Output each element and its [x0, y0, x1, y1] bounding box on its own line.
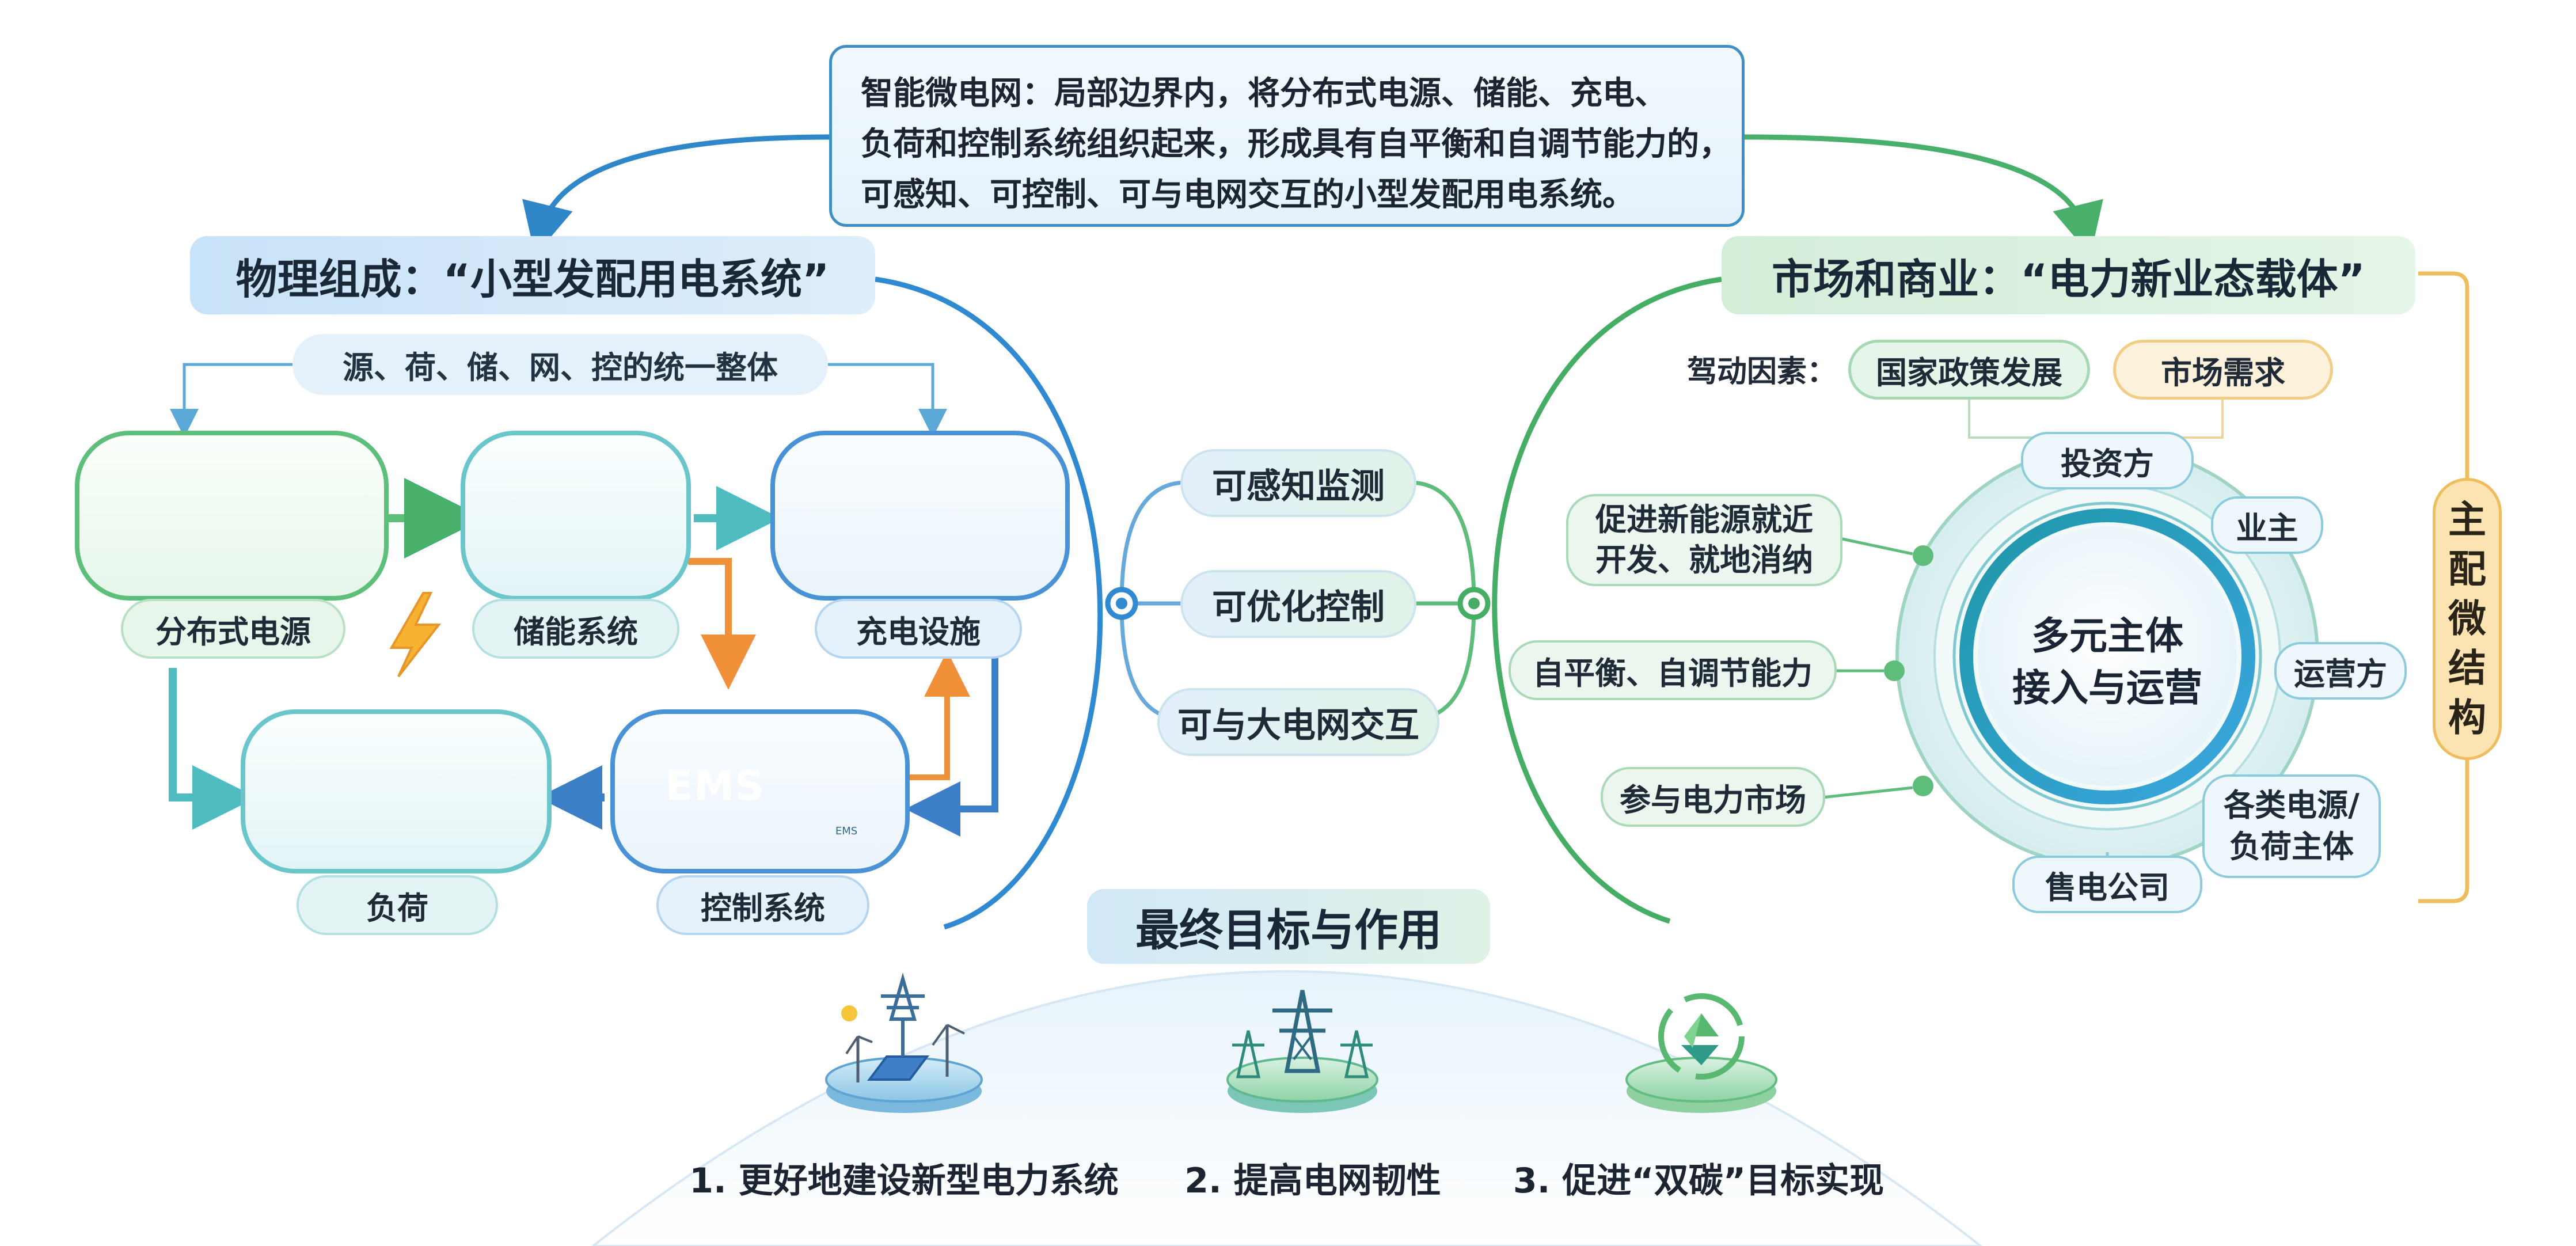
center-label-line-2: 接入与运营 [2012, 666, 2202, 710]
storage-card [461, 431, 691, 601]
distributed-source-card [75, 431, 389, 601]
charging-card [770, 431, 1070, 601]
center-label: 多元主体 接入与运营 [1958, 599, 2257, 725]
driver-market-demand: 市场需求 [2113, 340, 2333, 400]
market-title: 市场和商业：“电力新业态载体” [1722, 236, 2415, 314]
capability-perception: 可感知监测 [1180, 449, 1416, 517]
benefit-renewable: 促进新能源就近 开发、就地消纳 [1566, 494, 1842, 586]
node-sources-line-1: 各类电源/ [2224, 787, 2360, 823]
arrow-to-physical [522, 134, 830, 256]
node-owner: 业主 [2211, 496, 2323, 554]
arrow-to-market [1744, 134, 2103, 256]
load-label: 负荷 [297, 875, 498, 935]
benefit-renewable-line-1: 促进新能源就近 [1595, 502, 1813, 538]
definition-line-1: 智能微电网：局部边界内，将分布式电源、储能、充电、 [861, 75, 1667, 112]
bracket-char-5: 构 [2448, 696, 2486, 740]
bracket-char-4: 结 [2448, 646, 2486, 690]
goal-item-1: 1. 更好地建设新型电力系统 [689, 1160, 1119, 1201]
driver-label: 驾动因素： [1687, 354, 1837, 389]
bracket-char-2: 配 [2448, 547, 2486, 591]
charging-label: 充电设施 [815, 599, 1022, 659]
new-power-system-icon [825, 973, 983, 1113]
goal-title: 最终目标与作用 [1087, 889, 1490, 964]
driver-policy: 国家政策发展 [1848, 340, 2090, 400]
definition-line-3: 可感知、可控制、可与电网交互的小型发配用电系统。 [861, 176, 1635, 214]
node-operator: 运营方 [2274, 642, 2407, 700]
center-label-line-1: 多元主体 [2031, 614, 2183, 658]
right-arc [1492, 276, 1722, 924]
definition-box: 智能微电网：局部边界内，将分布式电源、储能、充电、 负荷和控制系统组织起来，形成… [829, 45, 1745, 227]
distributed-source-label: 分布式电源 [121, 599, 345, 659]
storage-label: 储能系统 [472, 599, 679, 659]
benefit-self-balance: 自平衡、自调节能力 [1509, 640, 1837, 700]
power-grid-tower-icon [1226, 990, 1378, 1113]
physical-title: 物理组成：“小型发配用电系统” [190, 236, 875, 314]
recycle-carbon-icon [1625, 993, 1777, 1113]
lightning-icon [389, 592, 442, 678]
left-arc [875, 276, 1103, 930]
arrow-storage-control [688, 558, 756, 690]
ems-screen-text: EMS [665, 762, 766, 810]
bracket-label: 主 配 微 结 构 [2433, 478, 2502, 760]
capability-grid-interaction: 可与大电网交互 [1157, 688, 1439, 756]
control-card [610, 709, 910, 873]
unify-label: 源、荷、储、网、控的统一整体 [292, 334, 828, 395]
bracket-char-3: 微 [2448, 597, 2486, 641]
unify-left-arrow [170, 363, 292, 438]
node-sources-line-2: 负荷主体 [2229, 829, 2354, 865]
definition-line-2: 负荷和控制系统组织起来，形成具有自平衡和自调节能力的， [861, 126, 1731, 163]
node-investor: 投资方 [2021, 432, 2194, 489]
arrow-control-charging [904, 651, 970, 780]
goal-item-2: 2. 提高电网韧性 [1184, 1160, 1441, 1201]
node-retailer: 售电公司 [2012, 856, 2202, 913]
bracket-char-1: 主 [2448, 497, 2486, 542]
inner-ring [1959, 508, 2255, 804]
benefit-power-market: 参与电力市场 [1601, 767, 1825, 827]
arrow-source-load [169, 668, 257, 830]
ems-device-text: EMS [835, 825, 858, 837]
unify-right-arrow [828, 363, 947, 438]
goal-item-3: 3. 促进“双碳”目标实现 [1513, 1160, 1884, 1201]
node-sources: 各类电源/ 负荷主体 [2202, 774, 2381, 878]
capability-control: 可优化控制 [1180, 570, 1416, 638]
load-card [241, 709, 552, 873]
benefit-renewable-line-2: 开发、就地消纳 [1595, 542, 1813, 578]
control-label: 控制系统 [656, 875, 869, 935]
arrow-charging-control [905, 654, 998, 837]
